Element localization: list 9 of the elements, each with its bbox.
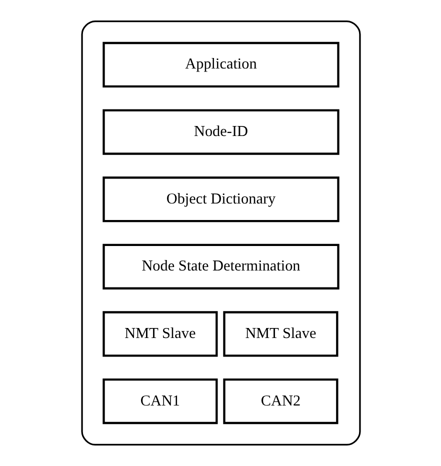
node-box: CAN2 — [222, 378, 338, 424]
node-box: Application — [102, 42, 339, 88]
node-box: CAN1 — [102, 378, 218, 424]
node-box: Node State Determination — [102, 244, 339, 290]
node-box: NMT Slave — [102, 311, 218, 357]
node-box: NMT Slave — [222, 311, 338, 357]
node-box: Node-ID — [102, 109, 339, 155]
cluster — [80, 20, 360, 446]
node-box: Object Dictionary — [102, 176, 339, 222]
